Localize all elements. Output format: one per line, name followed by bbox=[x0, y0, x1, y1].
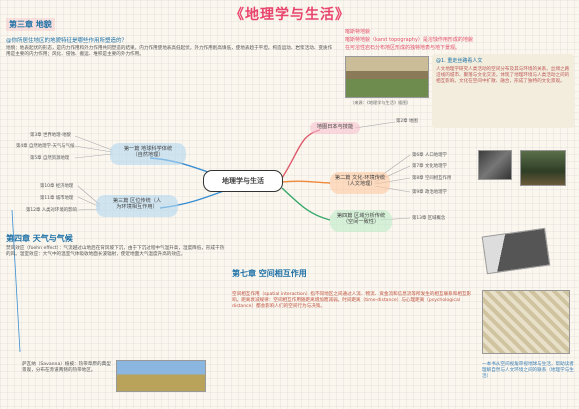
mindmap-center: 地理学与生活 bbox=[203, 170, 283, 192]
note-body: 人文地理学研究人类活动的空间分布及其与环境的关系。丝绸之路沿线的城市、聚落与文化… bbox=[436, 67, 570, 85]
karst-line3: 在可溶性岩石分布地区形成的独特地表与地下景观。 bbox=[345, 45, 461, 51]
book-caption: 一本书从空间视角审视地球与生活，帮助读者理解自然与人文环境之间的联系（地理学与生… bbox=[482, 362, 574, 380]
mindmap-right-leaf: 第7章 文化地理学 bbox=[412, 164, 447, 169]
mindmap-left-leaf: 第11章 城市地理 bbox=[40, 196, 74, 201]
mindmap-left-leaf: 第10章 经济地理 bbox=[40, 184, 74, 189]
page-title: 《地理学与生活》 bbox=[230, 7, 350, 23]
rock-photo bbox=[520, 150, 566, 186]
mindmap-right-leaf: 第13章 区域概念 bbox=[412, 216, 446, 221]
mindmap-right-leaf: 第8章 空间相互作用 bbox=[412, 176, 452, 181]
chapter4-heading: 第四章 天气与气候 bbox=[6, 233, 73, 243]
savanna-text: 萨瓦纳（Savanna）植被：热带草原的典型景观，分布在赤道两侧的热带地区。 bbox=[22, 362, 111, 374]
mindmap-left-leaf: 第5章 自然资源地理 bbox=[30, 156, 70, 161]
mindmap-branch-4: 第四篇 区域分析传统 （空间一致性） bbox=[330, 210, 392, 232]
cave-photo bbox=[478, 150, 512, 180]
mindmap-top-leaf: 第2章 地图 bbox=[396, 119, 418, 124]
chapter7-body: 空间相互作用（spatial interaction）指不同地区之间通过人流、物… bbox=[232, 292, 472, 310]
karst-caption: （来源：《地理学与生活》插图） bbox=[350, 100, 411, 105]
karst-diagram-image bbox=[345, 56, 429, 98]
map-illustration bbox=[482, 290, 570, 354]
mindmap-right-leaf: 第9章 政治地理学 bbox=[412, 190, 447, 195]
savanna-photo bbox=[116, 360, 206, 392]
karst-line1: 喀斯特地貌 bbox=[345, 29, 371, 35]
chapter4-body: 焚风效应（foehn effect）：气流越过山地后在背风坡下沉，由于下沉过程中… bbox=[6, 246, 225, 258]
karst-line2: 喀斯特地貌（karst topography）是溶蚀作用形成的地貌 bbox=[345, 37, 473, 43]
note-heading: @1. 重走丝路看人文 bbox=[436, 58, 483, 64]
chapter7-heading-box: 第七章 空间相互作用 bbox=[232, 268, 472, 288]
chapter3-heading: 第三章 地貌 bbox=[6, 18, 55, 31]
mindmap-left-leaf: 第3章 世界地理-地貌 bbox=[30, 133, 71, 138]
chapter3-body: 地貌：地表起伏的形态，是内力作用和外力作用共同塑造的结果。内力作用使地表高低起伏… bbox=[6, 46, 333, 58]
mindmap-branch-2: 第二篇 文化-环境传统 （人文地理） bbox=[330, 172, 390, 194]
chapter3-question: @你所居住地区的地貌特征是哪些作用所塑造的？ bbox=[6, 38, 128, 44]
note-panel: @1. 重走丝路看人文 人文地理学研究人类活动的空间分布及其与环境的关系。丝绸之… bbox=[432, 54, 574, 128]
mindmap-top-node: 地图日本与技能 bbox=[310, 122, 360, 134]
mindmap-left-leaf: 第4章 自然地理学-天气与气候 bbox=[16, 144, 75, 149]
mindmap-right-leaf: 第6章 人口地理学 bbox=[412, 153, 447, 158]
mindmap-branch-1: 第一篇 地球科学体统 （自然地理） bbox=[110, 143, 186, 165]
chapter7-heading: 第七章 空间相互作用 bbox=[232, 268, 307, 278]
mindmap-left-leaf: 第12章 人类对环境的影响 bbox=[26, 208, 77, 213]
mindmap-branch-3: 第三篇 区位传统（人 为环境相互作用） bbox=[96, 195, 178, 217]
